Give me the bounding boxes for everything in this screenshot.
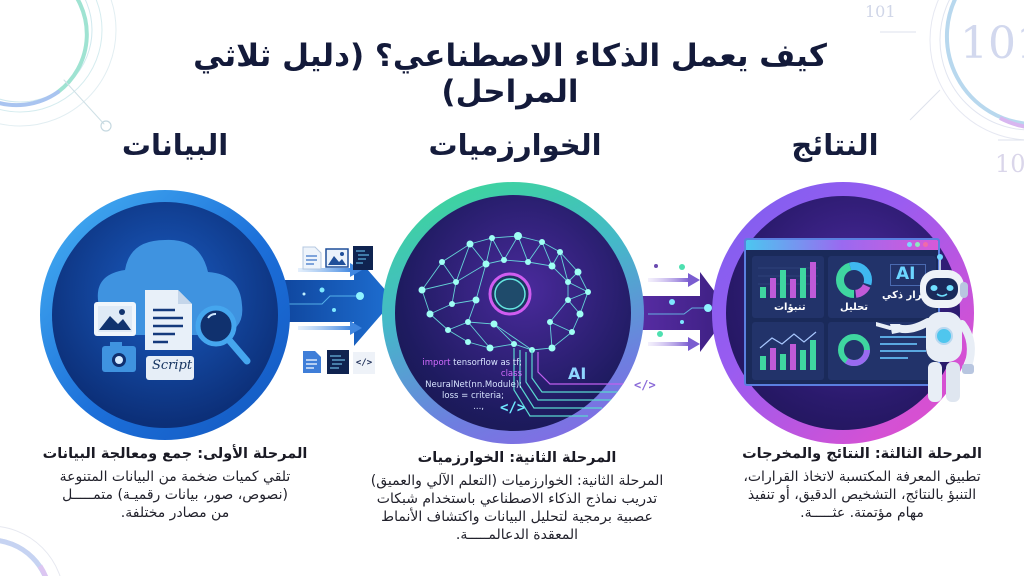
page-title: كيف يعمل الذكاء الاصطناعي؟ (دليل ثلاثي ا…: [193, 38, 827, 110]
caption-line: تدريب نماذج الذكاء الاصطناعي باستخدام شب…: [376, 491, 658, 507]
caption-line: (نصوص، صور، بيانات رقميـة) متمـــــل: [62, 487, 288, 503]
caption-stage-data: المرحلة الأولى: جمع ومعالجة البيانات تلق…: [30, 444, 320, 522]
camera-icon: [102, 342, 136, 372]
neural-brain-icon: [418, 232, 644, 417]
code-file-icon: [327, 350, 349, 374]
script-tag-icon: [146, 356, 194, 380]
panel-predictions-label: تنبؤات: [774, 302, 806, 313]
stage-heading-data: البيانات: [121, 128, 229, 162]
binary-decoration-bottom: 10: [995, 150, 1024, 178]
code-line: loss = criteria;: [442, 391, 504, 401]
panel-decision-label: قرار ذكي: [882, 290, 929, 301]
code-keyword: class: [500, 369, 522, 379]
panel-ring: [828, 322, 936, 380]
code-tag-icon: </>: [353, 352, 375, 374]
caption-body: تطبيق المعرفة المكتسبة لاتخاذ القرارات، …: [712, 468, 1012, 522]
caption-line: تطبيق المعرفة المكتسبة لاتخاذ القرارات،: [743, 469, 981, 485]
panel-trend: [752, 322, 824, 380]
stage-circle-data: Script: [40, 190, 290, 440]
code-file-icon: [353, 246, 373, 270]
image-icon: [94, 302, 136, 336]
code-tag-icon: </>: [500, 400, 526, 416]
document-icon: [303, 351, 321, 373]
code-line: tensorflow as tf;: [450, 358, 522, 368]
caption-line: تلقي كميات ضخمة من البيانات المتنوعة: [59, 469, 291, 485]
caption-line: التنبؤ بالنتائج، التشخيص الدقيق، أو تنفي…: [747, 487, 977, 503]
caption-stage-algorithms: المرحلة الثانية: الخوارزميات المرحلة الث…: [362, 448, 672, 544]
stage-heading-results: النتائج: [791, 128, 879, 162]
window-dot-icon: [923, 242, 928, 247]
caption-body: تلقي كميات ضخمة من البيانات المتنوعة (نص…: [30, 468, 320, 522]
window-dot-icon: [915, 242, 920, 247]
caption-stage-results: المرحلة الثالثة: النتائج والمخرجات تطبيق…: [712, 444, 1012, 522]
dashboard-titlebar: [746, 240, 938, 250]
code-tag-icon: </>: [634, 378, 656, 392]
caption-body: المرحلة الثانية: الخوارزميات (التعلم الآ…: [362, 472, 672, 544]
document-icon: [302, 246, 322, 270]
code-snippet: import tensorflow as tf; class NeuralNet…: [412, 358, 522, 413]
code-line: ...,: [473, 402, 484, 412]
image-icon: [325, 248, 349, 268]
script-label: Script: [152, 358, 193, 373]
caption-title: المرحلة الثالثة: النتائج والمخرجات: [742, 446, 982, 462]
panel-predictions: تنبؤات: [752, 256, 824, 318]
code-keyword: import: [422, 358, 451, 368]
document-icon: [145, 290, 192, 350]
caption-title: المرحلة الثانية: الخوارزميات: [417, 450, 617, 466]
caption-line: المعقدة الدعالمـــــة.: [455, 527, 579, 543]
donut-chart-icon: [836, 262, 872, 298]
stage-heading-algorithms: الخوارزميات: [428, 128, 602, 162]
panel-analysis-label: تحليل: [840, 302, 869, 313]
window-dot-icon: [907, 242, 912, 247]
code-line: NeuralNet(nn.Module);: [425, 380, 522, 390]
dashboard-window: تنبؤات تحليل AI قرار ذكي: [744, 238, 940, 386]
binary-decoration-large: 101: [960, 18, 1024, 69]
binary-decoration-small: 101: [865, 2, 896, 21]
caption-line: من مصادر مختلفة.: [120, 505, 230, 521]
stage-circle-algorithms: import tensorflow as tf; class NeuralNet…: [382, 182, 644, 444]
caption-line: المرحلة الثانية: الخوارزميات (التعلم الآ…: [370, 473, 664, 489]
caption-line: مهام مؤتمتة. عثـــــة.: [800, 505, 924, 521]
caption-title: المرحلة الأولى: جمع ومعالجة البيانات: [42, 446, 308, 462]
ring-chart-icon: [838, 334, 870, 366]
ai-badge-label: AI: [896, 264, 916, 284]
caption-line: عصبية برمجية لتحليل البيانات واكتشاف الأ…: [381, 509, 653, 525]
panel-analysis: تحليل AI قرار ذكي: [828, 256, 936, 318]
ai-label: AI: [568, 364, 587, 383]
magnifier-icon: [195, 305, 251, 365]
